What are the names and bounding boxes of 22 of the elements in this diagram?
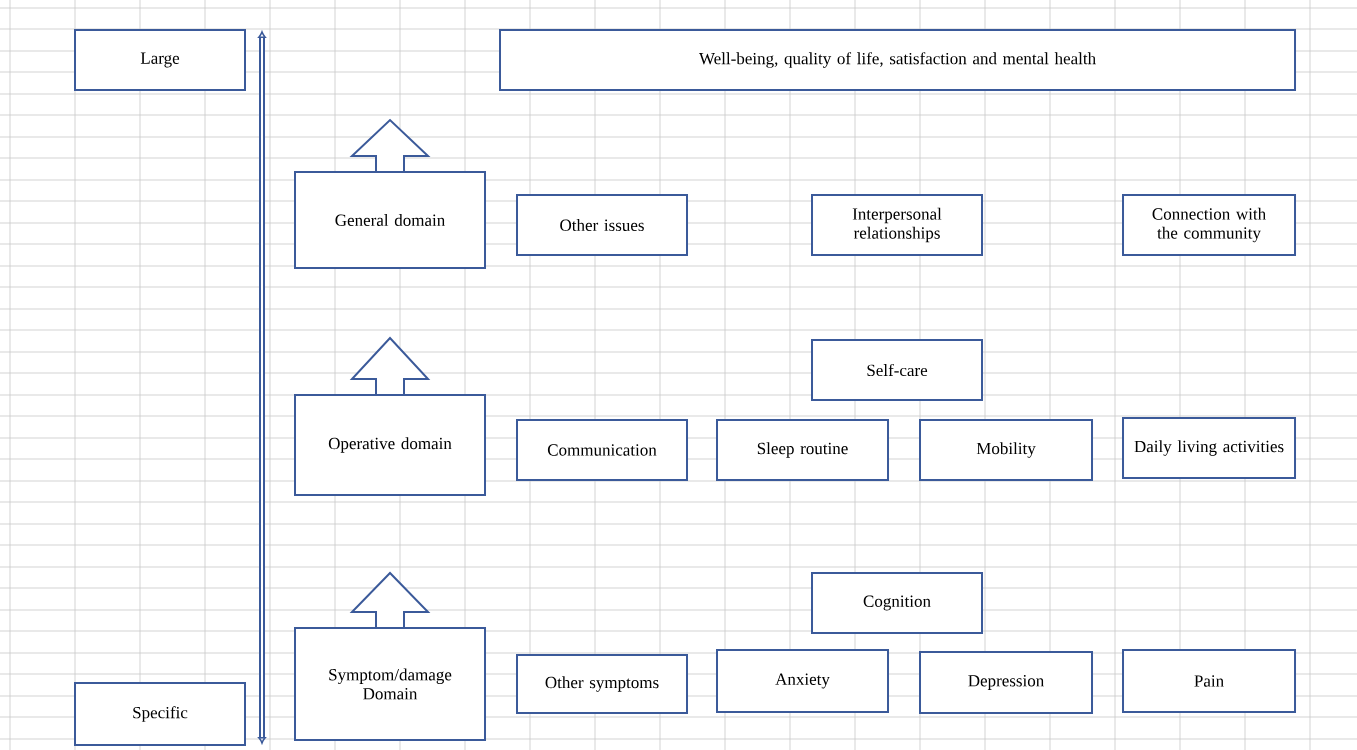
item-box: Sleep routine xyxy=(716,419,889,481)
block-arrow xyxy=(349,118,431,172)
item-box: Communication xyxy=(516,419,688,481)
item-box: Other symptoms xyxy=(516,654,688,714)
domain-box: General domain xyxy=(294,171,486,269)
item-box: Anxiety xyxy=(716,649,889,713)
item-box: Self-care xyxy=(811,339,983,401)
item-box: Depression xyxy=(919,651,1093,714)
item-box: Daily living activities xyxy=(1122,417,1296,479)
item-box: Connection with the community xyxy=(1122,194,1296,256)
scale-label-box: Large xyxy=(74,29,246,91)
domain-box: Operative domain xyxy=(294,394,486,496)
block-arrow xyxy=(349,336,431,395)
item-box: Mobility xyxy=(919,419,1093,481)
item-box: Cognition xyxy=(811,572,983,634)
block-arrow xyxy=(349,571,431,628)
domain-box: Symptom/damage Domain xyxy=(294,627,486,741)
item-box: Well-being, quality of life, satisfaction and mental health xyxy=(499,29,1296,91)
item-box: Other issues xyxy=(516,194,688,256)
scale-label-box: Specific xyxy=(74,682,246,746)
item-box: Pain xyxy=(1122,649,1296,713)
item-box: Interpersonal relationships xyxy=(811,194,983,256)
